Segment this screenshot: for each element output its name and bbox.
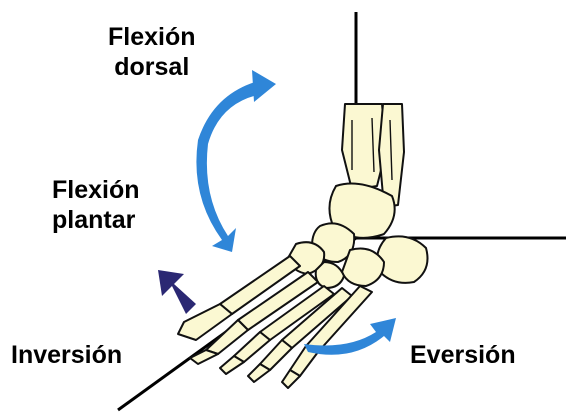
cuboid-bone xyxy=(342,249,384,287)
calcaneus-bone xyxy=(377,236,427,283)
arrow-icon xyxy=(158,270,196,314)
curved-double-arrow-icon xyxy=(196,70,276,252)
plantarflexion-label: Flexión plantar xyxy=(52,175,140,235)
plantarflexion-label-line-1: Flexión xyxy=(52,175,140,205)
eversion-label: Eversión xyxy=(410,340,516,370)
inversion-label: Inversión xyxy=(11,340,122,370)
dorsiflexion-label-line-2: dorsal xyxy=(108,52,196,82)
plantarflexion-label-line-2: plantar xyxy=(52,205,140,235)
dorsiflexion-label-line-1: Flexión xyxy=(108,22,196,52)
dorsiflexion-label: Flexión dorsal xyxy=(108,22,196,82)
